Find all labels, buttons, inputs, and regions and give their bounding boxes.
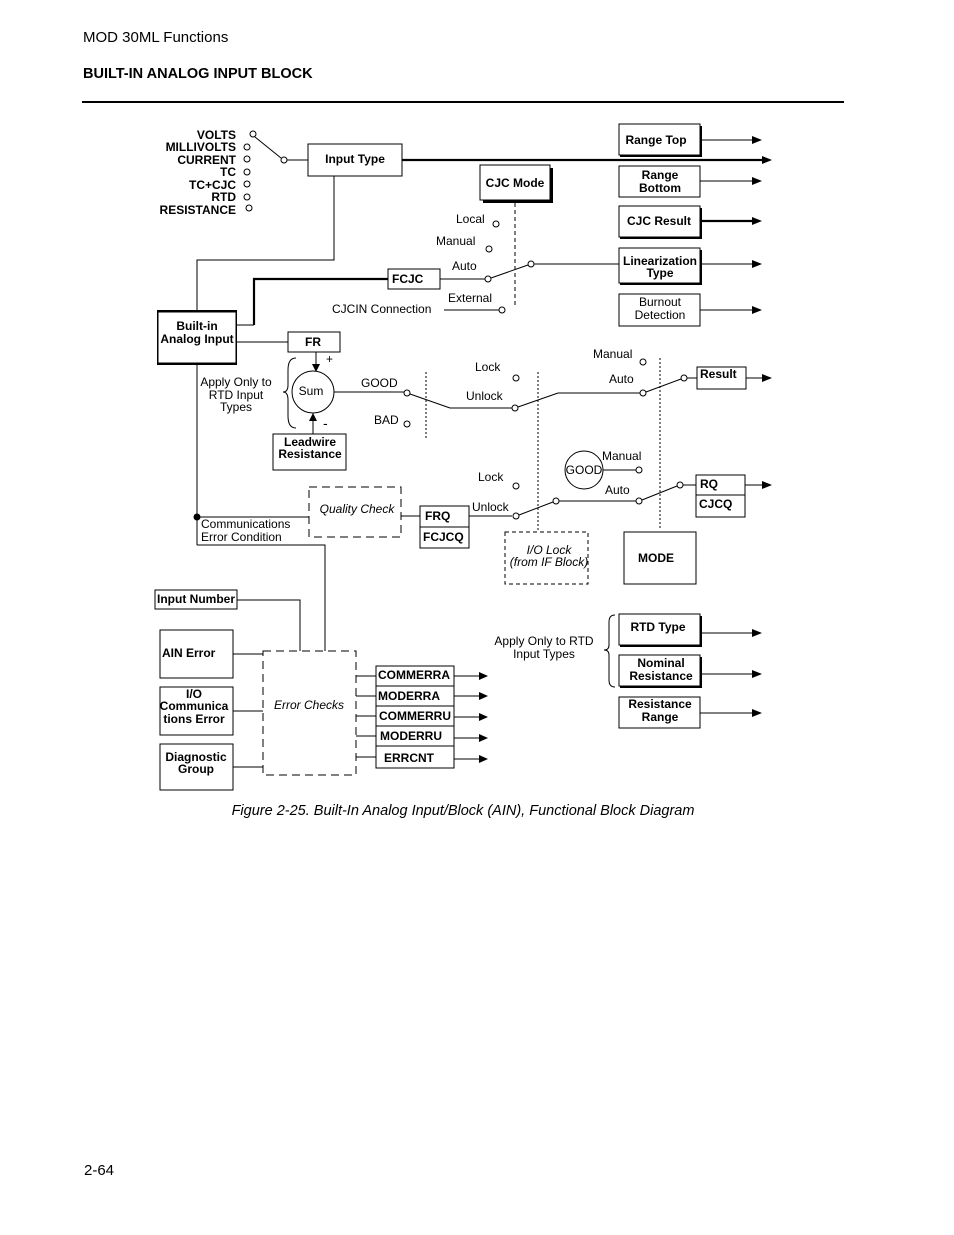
manual-label: Manual (436, 234, 475, 248)
svg-text:Input Type: Input Type (325, 152, 385, 166)
auto-label-2: Auto (609, 372, 634, 386)
svg-text:Range Top: Range Top (625, 133, 686, 147)
svg-text:VOLTS: VOLTS (197, 128, 236, 142)
svg-text:I/O Lock: I/O Lock (527, 543, 573, 557)
svg-text:RTD Input: RTD Input (209, 388, 264, 402)
svg-text:I/O: I/O (186, 687, 202, 701)
svg-text:tions Error: tions Error (163, 712, 225, 726)
svg-text:Built-in: Built-in (176, 319, 217, 333)
svg-text:Error Condition: Error Condition (201, 530, 282, 544)
svg-text:Auto: Auto (605, 483, 630, 497)
svg-text:Linearization: Linearization (623, 254, 697, 268)
svg-text:Leadwire: Leadwire (284, 435, 336, 449)
svg-text:RTD: RTD (211, 190, 236, 204)
svg-text:Group: Group (178, 762, 214, 776)
svg-text:Result: Result (700, 367, 737, 381)
svg-text:Bottom: Bottom (639, 181, 681, 195)
svg-text:Manual: Manual (602, 449, 641, 463)
svg-text:Resistance: Resistance (629, 669, 693, 683)
svg-text:TC+CJC: TC+CJC (189, 178, 236, 192)
svg-text:RQ: RQ (700, 477, 718, 491)
comm-error-label: Communications (201, 517, 290, 531)
svg-text:COMMERRU: COMMERRU (379, 709, 451, 723)
rtd-only-label: Apply Only to (200, 375, 272, 389)
svg-text:Resistance: Resistance (278, 447, 342, 461)
svg-text:Types: Types (220, 400, 252, 414)
cjc-mode-block (479, 164, 551, 201)
page-number: 2-64 (84, 1162, 114, 1179)
diagnostic-group-block (159, 743, 234, 791)
external-label: External (448, 291, 492, 305)
svg-text:AIN Error: AIN Error (162, 646, 216, 660)
svg-text:CJC Mode: CJC Mode (486, 176, 545, 190)
rtd-apply-label: Apply Only to RTD (494, 634, 593, 648)
svg-text:COMMERRA: COMMERRA (378, 668, 450, 682)
quality-check-box (308, 486, 402, 538)
good-label: GOOD (361, 376, 398, 390)
svg-text:MODERRA: MODERRA (378, 689, 440, 703)
mode-block (623, 531, 697, 585)
fr-block (287, 331, 341, 353)
svg-text:+: + (326, 352, 333, 366)
svg-text:MILLIVOLTS: MILLIVOLTS (166, 140, 236, 154)
cjcin-label: CJCIN Connection (332, 302, 431, 316)
svg-text:FCJCQ: FCJCQ (423, 530, 464, 544)
builtin-analog-input-block (157, 311, 237, 364)
input-type-block (307, 143, 403, 177)
svg-text:RESISTANCE: RESISTANCE (160, 203, 236, 217)
svg-text:Resistance: Resistance (628, 697, 692, 711)
error-checks-box (262, 650, 357, 776)
page-title: BUILT-IN ANALOG INPUT BLOCK (83, 66, 313, 82)
section-heading: MOD 30ML Functions (83, 29, 228, 46)
svg-text:Quality Check: Quality Check (320, 502, 396, 516)
svg-text:Sum: Sum (299, 384, 324, 398)
svg-text:Range: Range (642, 710, 679, 724)
svg-text:FRQ: FRQ (425, 509, 450, 523)
figure-caption: Figure 2-25. Built-In Analog Input/Block… (232, 803, 695, 819)
svg-text:FR: FR (305, 335, 321, 349)
svg-text:FCJC: FCJC (392, 272, 424, 286)
svg-text:Input Number: Input Number (157, 592, 235, 606)
svg-text:CURRENT: CURRENT (177, 153, 236, 167)
svg-text:Burnout: Burnout (639, 295, 682, 309)
unlock-label: Unlock (466, 389, 504, 403)
error-output-stack: COMMERRA MODERRA COMMERRU MODERRU ERRCNT (356, 665, 488, 769)
right-output-column: Range Top Range Bottom CJC Result Linear… (618, 123, 762, 327)
svg-text:Error Checks: Error Checks (274, 698, 344, 712)
svg-text:CJCQ: CJCQ (699, 497, 732, 511)
manual-label-2: Manual (593, 347, 632, 361)
local-label: Local (456, 212, 485, 226)
cjcq-output (695, 494, 746, 518)
svg-text:(from IF Block): (from IF Block) (510, 555, 588, 569)
svg-text:GOOD: GOOD (566, 463, 603, 477)
lock-label: Lock (475, 360, 501, 374)
svg-text:MODERRU: MODERRU (380, 729, 442, 743)
svg-text:Nominal: Nominal (637, 656, 684, 670)
ain-error-block (159, 629, 234, 679)
svg-text:TC: TC (220, 165, 236, 179)
svg-text:RTD Type: RTD Type (630, 620, 685, 634)
leadwire-resistance-block (272, 433, 347, 471)
auto-label: Auto (452, 259, 477, 273)
rtd-output-column: RTD Type Nominal Resistance Resistance R… (618, 613, 762, 729)
svg-text:Diagnostic: Diagnostic (165, 750, 227, 764)
svg-text:Analog Input: Analog Input (160, 332, 233, 346)
svg-text:Lock: Lock (478, 470, 504, 484)
svg-text:Input Types: Input Types (513, 647, 575, 661)
io-lock-box (504, 531, 589, 585)
svg-text:CJC Result: CJC Result (627, 214, 691, 228)
svg-text:MODE: MODE (638, 551, 674, 565)
fcjcq-block (419, 526, 470, 549)
svg-text:-: - (323, 415, 328, 431)
bad-label: BAD (374, 413, 399, 427)
svg-text:Detection: Detection (635, 308, 686, 322)
svg-text:Communica: Communica (160, 699, 229, 713)
svg-text:Type: Type (646, 266, 673, 280)
svg-text:Unlock: Unlock (472, 500, 510, 514)
svg-text:Range: Range (642, 168, 679, 182)
input-option-list: VOLTS MILLIVOLTS CURRENT TC TC+CJC RTD R… (160, 128, 308, 217)
io-comm-error-block (159, 686, 234, 736)
svg-text:ERRCNT: ERRCNT (384, 751, 435, 765)
